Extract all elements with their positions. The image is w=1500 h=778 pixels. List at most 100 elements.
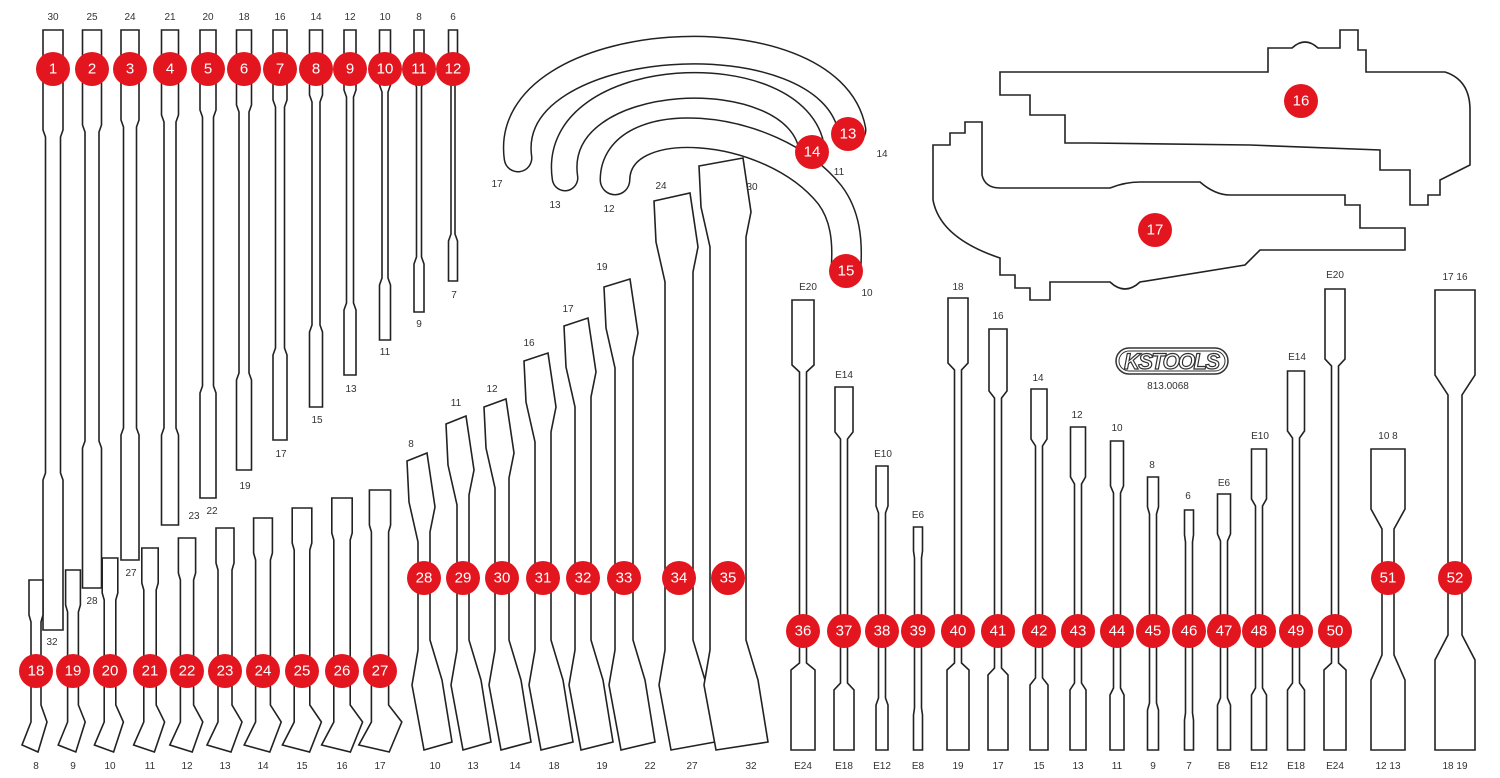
- tool-number-badge[interactable]: 24: [246, 654, 280, 688]
- tool-number-badge[interactable]: 47: [1207, 614, 1241, 648]
- tool-number-badge[interactable]: 50: [1318, 614, 1352, 648]
- badge-number: 48: [1251, 623, 1268, 640]
- size-label-top: 8: [416, 12, 422, 23]
- tool-number-badge[interactable]: 34: [662, 561, 696, 595]
- tool-number-badge[interactable]: 5: [191, 52, 225, 86]
- tool-number-badge[interactable]: 7: [263, 52, 297, 86]
- size-label-top: 19: [596, 262, 608, 273]
- tool-number-badge[interactable]: 44: [1100, 614, 1134, 648]
- badge-number: 5: [204, 61, 212, 78]
- size-label-top: 30: [47, 12, 59, 23]
- tool-number-badge[interactable]: 28: [407, 561, 441, 595]
- tool-number-badge[interactable]: 33: [607, 561, 641, 595]
- tool-number-badge[interactable]: 20: [93, 654, 127, 688]
- tool-number-badge[interactable]: 12: [436, 52, 470, 86]
- tool-number-badge[interactable]: 9: [333, 52, 367, 86]
- wrench-slot: [132, 547, 166, 754]
- size-label-bottom: 19: [239, 481, 251, 492]
- size-label-top: E20: [1326, 270, 1344, 281]
- badge-number: 10: [377, 61, 394, 78]
- tool-number-badge[interactable]: 42: [1022, 614, 1056, 648]
- tool-number-badge[interactable]: 27: [363, 654, 397, 688]
- tool-number-badge[interactable]: 46: [1172, 614, 1206, 648]
- badge-number: 35: [720, 570, 737, 587]
- tool-number-badge[interactable]: 49: [1279, 614, 1313, 648]
- tool-number-badge[interactable]: 23: [208, 654, 242, 688]
- tool-number-badge[interactable]: 11: [402, 52, 436, 86]
- tool-number-badge[interactable]: 43: [1061, 614, 1095, 648]
- tool-number-badge[interactable]: 26: [325, 654, 359, 688]
- badge-number: 7: [276, 61, 284, 78]
- size-label-bottom: 18: [548, 761, 560, 772]
- tool-slot: [199, 29, 217, 499]
- tool-number-badge[interactable]: 38: [865, 614, 899, 648]
- tool-number-badge[interactable]: 13: [831, 117, 865, 151]
- tool-number-badge[interactable]: 48: [1242, 614, 1276, 648]
- tool-number-badge[interactable]: 2: [75, 52, 109, 86]
- tool-number-badge[interactable]: 19: [56, 654, 90, 688]
- size-label-bottom: 22: [644, 761, 656, 772]
- tool-number-badge[interactable]: 32: [566, 561, 600, 595]
- size-label-bottom: 32: [46, 637, 58, 648]
- socket-slot: [833, 386, 855, 751]
- wrench-slot: [653, 192, 716, 751]
- badge-number: 41: [990, 623, 1007, 640]
- tool-number-badge[interactable]: 16: [1284, 84, 1318, 118]
- badge-number: 26: [334, 663, 351, 680]
- size-label-bottom: 12 13: [1375, 761, 1400, 772]
- tool-number-badge[interactable]: 14: [795, 135, 829, 169]
- tool-number-badge[interactable]: 22: [170, 654, 204, 688]
- tool-number-badge[interactable]: 51: [1371, 561, 1405, 595]
- badge-number: 9: [346, 61, 354, 78]
- badge-number: 46: [1181, 623, 1198, 640]
- tool-number-badge[interactable]: 40: [941, 614, 975, 648]
- socket-slot: [1069, 426, 1087, 751]
- size-label-bottom: 17: [992, 761, 1004, 772]
- tool-number-badge[interactable]: 17: [1138, 213, 1172, 247]
- size-label-bottom: 17: [275, 449, 287, 460]
- tool-number-badge[interactable]: 29: [446, 561, 480, 595]
- wrench-slot: [406, 451, 453, 752]
- tool-number-badge[interactable]: 6: [227, 52, 261, 86]
- tool-number-badge[interactable]: 30: [485, 561, 519, 595]
- badge-number: 45: [1145, 623, 1162, 640]
- tool-number-badge[interactable]: 41: [981, 614, 1015, 648]
- tool-number-badge[interactable]: 10: [368, 52, 402, 86]
- size-label-bottom: 11: [380, 347, 391, 358]
- tool-number-badge[interactable]: 4: [153, 52, 187, 86]
- tool-number-badge[interactable]: 3: [113, 52, 147, 86]
- tool-number-badge[interactable]: 35: [711, 561, 745, 595]
- hex-key-slot: [550, 71, 826, 192]
- size-label-top: 8: [408, 439, 414, 450]
- size-label-bottom: 19: [952, 761, 964, 772]
- tool-number-badge[interactable]: 1: [36, 52, 70, 86]
- badge-number: 29: [455, 570, 472, 587]
- size-label-top: E14: [1288, 352, 1306, 363]
- tool-number-badge[interactable]: 36: [786, 614, 820, 648]
- size-label-top: 10 8: [1378, 431, 1398, 442]
- badge-number: 3: [126, 61, 134, 78]
- ks-tools-logo: KSTOOLS: [1115, 347, 1229, 375]
- tool-number-badge[interactable]: 18: [19, 654, 53, 688]
- badge-number: 18: [28, 663, 45, 680]
- size-label-top: 24: [655, 181, 667, 192]
- tool-number-badge[interactable]: 25: [285, 654, 319, 688]
- tool-number-badge[interactable]: 52: [1438, 561, 1472, 595]
- size-label-top: 12: [486, 384, 498, 395]
- size-label-top: 18: [952, 282, 964, 293]
- tool-number-badge[interactable]: 21: [133, 654, 167, 688]
- tool-number-badge[interactable]: 37: [827, 614, 861, 648]
- tool-number-badge[interactable]: 39: [901, 614, 935, 648]
- size-label-bottom: 12: [181, 761, 193, 772]
- size-label-bottom: 13: [345, 384, 357, 395]
- size-label-top: 10: [379, 12, 391, 23]
- tool-number-badge[interactable]: 31: [526, 561, 560, 595]
- badge-number: 25: [294, 663, 311, 680]
- wrench-slot: [357, 489, 403, 753]
- article-number: 813.0068: [1147, 381, 1189, 392]
- wrench-slot: [168, 537, 204, 753]
- tool-number-badge[interactable]: 8: [299, 52, 333, 86]
- size-label-top: E20: [799, 282, 817, 293]
- tool-number-badge[interactable]: 15: [829, 254, 863, 288]
- tool-number-badge[interactable]: 45: [1136, 614, 1170, 648]
